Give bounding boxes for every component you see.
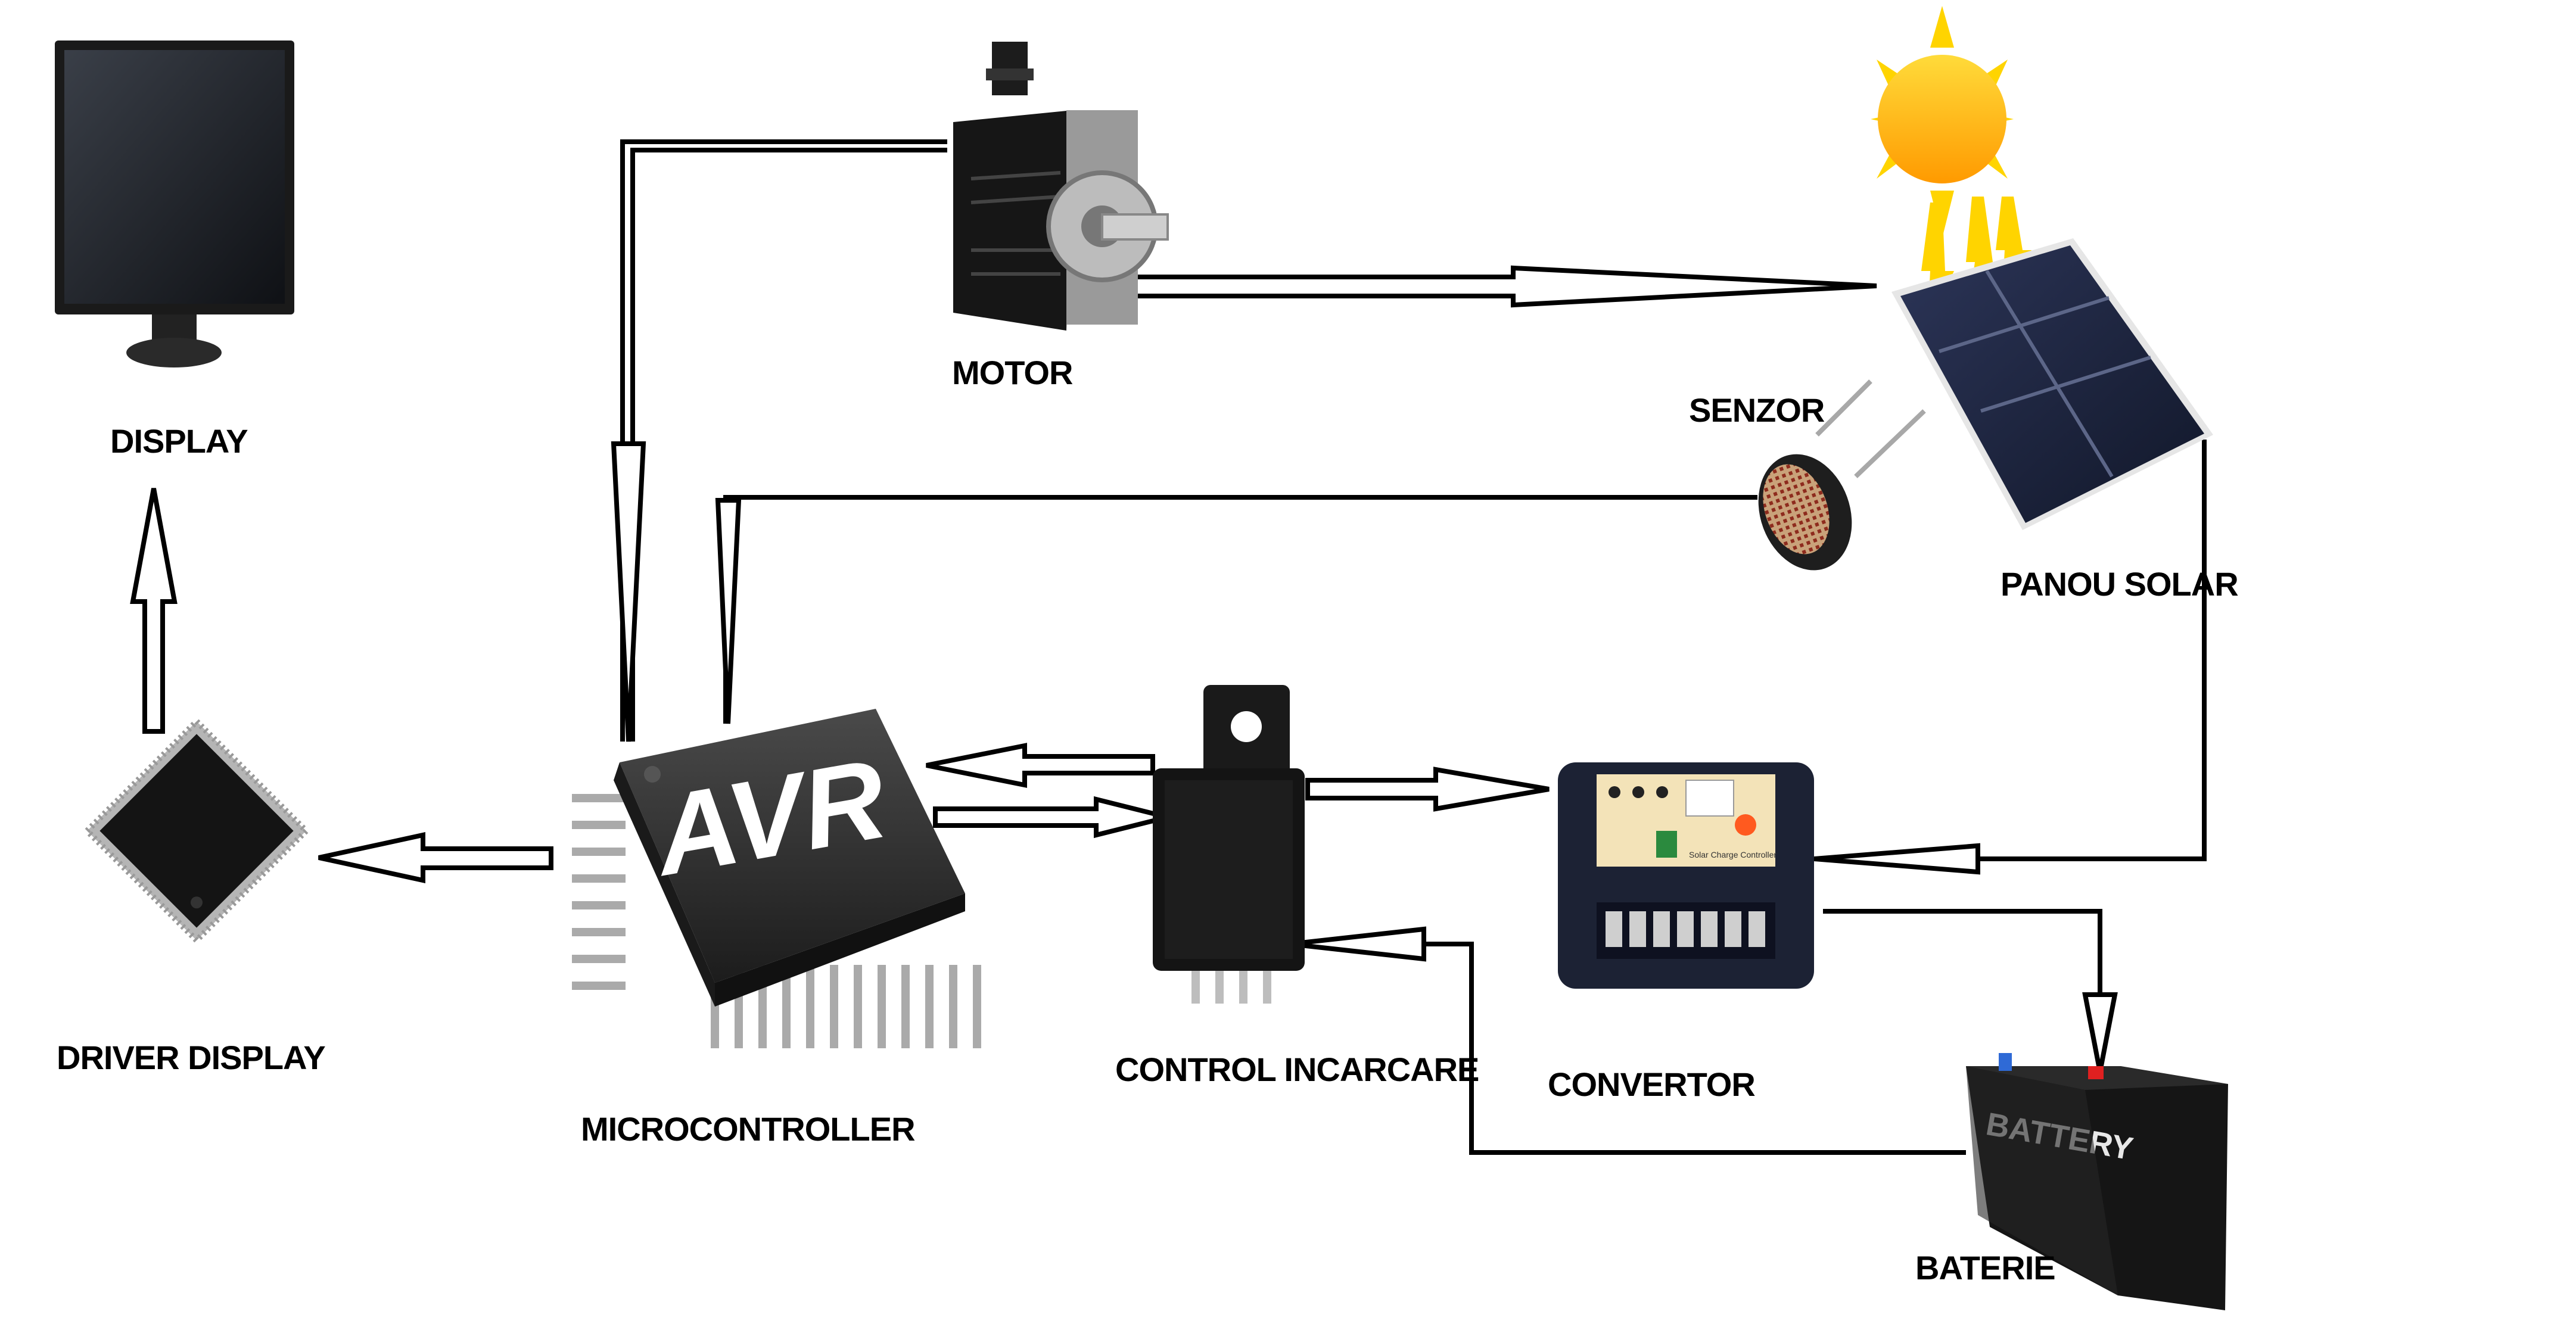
monitor-icon bbox=[55, 41, 294, 367]
battery-icon: BATTERY bbox=[1966, 1053, 2228, 1310]
motor-to-mcu-line bbox=[620, 139, 947, 742]
relay-icon bbox=[1153, 685, 1305, 1004]
light-sensor-icon bbox=[1758, 379, 1926, 571]
panel-to-convertor-line bbox=[1978, 440, 2207, 861]
servo-motor-icon bbox=[953, 42, 1169, 331]
convertor-label: CONVERTOR bbox=[1548, 1066, 1755, 1103]
connections bbox=[130, 139, 2207, 1155]
charge-controller-icon: Solar Charge Controller bbox=[1558, 762, 1814, 989]
control-incarcare-label: CONTROL INCARCARE bbox=[1115, 1051, 1479, 1088]
battery-to-relay-line bbox=[1424, 942, 1966, 1155]
convertor-to-battery-arrowhead bbox=[2082, 992, 2118, 1073]
motor-label: MOTOR bbox=[952, 354, 1073, 391]
panel-to-convertor-arrowhead bbox=[1813, 843, 1980, 875]
microcontroller-label: MICROCONTROLLER bbox=[581, 1110, 915, 1148]
controller-sticker-text: Solar Charge Controller bbox=[1689, 850, 1777, 859]
driver-display-label: DRIVER DISPLAY bbox=[57, 1039, 325, 1076]
panou-solar-label: PANOU SOLAR bbox=[2001, 565, 2238, 603]
motor-to-mcu-line-2 bbox=[630, 148, 947, 742]
mcu-to-relay-arrow bbox=[933, 796, 1168, 839]
relay-to-mcu-arrow bbox=[926, 743, 1155, 788]
display-label: DISPLAY bbox=[110, 422, 248, 460]
baterie-label: BATERIE bbox=[1915, 1249, 2055, 1286]
motor-to-panel-arrow bbox=[1127, 265, 1877, 308]
solar-panel-icon bbox=[1891, 238, 2213, 530]
battery-to-relay-arrowhead bbox=[1289, 926, 1426, 962]
driver-to-display-arrow bbox=[130, 488, 178, 734]
avr-microcontroller-icon: AVR bbox=[572, 709, 981, 1048]
chip-icon bbox=[83, 717, 310, 945]
motor-to-mcu-arrowhead bbox=[611, 441, 646, 742]
senzor-label: SENZOR bbox=[1689, 391, 1825, 429]
convertor-to-battery-line bbox=[1823, 909, 2102, 995]
mcu-to-driver-arrow bbox=[318, 832, 553, 883]
relay-to-convertor-arrow bbox=[1305, 767, 1550, 812]
sensor-to-mcu-arrowhead bbox=[715, 498, 742, 724]
